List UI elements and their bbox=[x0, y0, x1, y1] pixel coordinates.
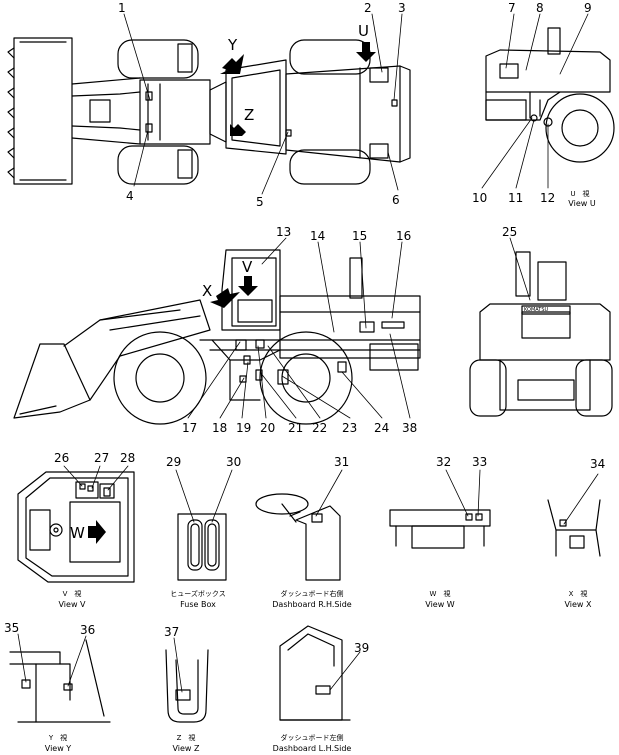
callout-20: 20 bbox=[260, 421, 275, 435]
callout-29: 29 bbox=[166, 455, 181, 469]
view-arrows bbox=[220, 42, 376, 136]
callout-24: 24 bbox=[374, 421, 389, 435]
callout-16: 16 bbox=[396, 229, 411, 243]
view-x-arrow bbox=[210, 288, 240, 308]
view-u-machine bbox=[485, 27, 615, 163]
callout-11: 11 bbox=[508, 191, 523, 205]
caption-dash-rh-jp: ダッシュボード右側 bbox=[281, 589, 344, 598]
fuse-box-drawing bbox=[177, 513, 227, 581]
caption-view-v-jp: V 視 bbox=[63, 589, 82, 598]
callout-4: 4 bbox=[126, 189, 134, 203]
side-arrows bbox=[210, 276, 258, 308]
callout-33: 33 bbox=[472, 455, 487, 469]
callout-36: 36 bbox=[80, 623, 95, 637]
callout-25: 25 bbox=[502, 225, 517, 239]
top-view-machine bbox=[7, 37, 411, 185]
callout-12: 12 bbox=[540, 191, 555, 205]
callout-22: 22 bbox=[312, 421, 327, 435]
callout-14: 14 bbox=[310, 229, 325, 243]
view-z-drawing bbox=[165, 649, 209, 723]
callout-5: 5 bbox=[256, 195, 264, 209]
callout-7: 7 bbox=[508, 1, 516, 15]
callout-39: 39 bbox=[354, 641, 369, 655]
callout-30: 30 bbox=[226, 455, 241, 469]
caption-view-y: View Y bbox=[45, 744, 72, 753]
view-w-arrow bbox=[238, 276, 258, 296]
caption-view-x: View X bbox=[564, 600, 592, 609]
callout-38: 38 bbox=[402, 421, 417, 435]
callout-19: 19 bbox=[236, 421, 251, 435]
callout-15: 15 bbox=[352, 229, 367, 243]
callout-8: 8 bbox=[536, 1, 544, 15]
dashboard-lh-drawing bbox=[279, 625, 351, 721]
callout-21: 21 bbox=[288, 421, 303, 435]
view-v-drawing bbox=[17, 471, 135, 583]
callout-6: 6 bbox=[392, 193, 400, 207]
caption-fuse: Fuse Box bbox=[180, 600, 216, 609]
view-y-drawing bbox=[9, 639, 111, 723]
callout-37: 37 bbox=[164, 625, 179, 639]
caption-fuse-jp: ヒューズボックス bbox=[170, 589, 225, 598]
callout-23: 23 bbox=[342, 421, 357, 435]
caption-dash-rh: Dashboard R.H.Side bbox=[272, 600, 352, 609]
callout-17: 17 bbox=[182, 421, 197, 435]
callout-18: 18 bbox=[212, 421, 227, 435]
caption-view-u-jp: U 視 bbox=[570, 189, 589, 198]
callout-32: 32 bbox=[436, 455, 451, 469]
callout-28: 28 bbox=[120, 451, 135, 465]
caption-dash-lh: Dashboard L.H.Side bbox=[273, 744, 352, 753]
dashboard-rh-drawing bbox=[255, 493, 341, 581]
caption-view-u: View U bbox=[568, 199, 596, 208]
rear-view-machine bbox=[469, 251, 613, 417]
label-view-z: Z bbox=[244, 106, 254, 124]
caption-dash-lh-jp: ダッシュボード左側 bbox=[281, 733, 344, 742]
callout-2: 2 bbox=[364, 1, 372, 15]
rear-plate-text: KOMATSU bbox=[524, 307, 549, 313]
callout-35: 35 bbox=[4, 621, 19, 635]
callout-34: 34 bbox=[590, 457, 605, 471]
label-view-x: X bbox=[202, 282, 212, 300]
caption-view-y-jp: Y 視 bbox=[48, 733, 67, 742]
label-view-v: V bbox=[242, 258, 253, 276]
caption-view-w: View W bbox=[425, 600, 455, 609]
label-view-y: Y bbox=[227, 36, 238, 54]
label-view-w: W bbox=[70, 524, 85, 542]
callout-9: 9 bbox=[584, 1, 592, 15]
callout-13: 13 bbox=[276, 225, 291, 239]
caption-view-v: View V bbox=[59, 600, 87, 609]
side-view-machine bbox=[13, 249, 421, 425]
caption-view-w-jp: W 視 bbox=[430, 589, 451, 598]
view-y-arrow bbox=[220, 54, 244, 74]
callout-3: 3 bbox=[398, 1, 406, 15]
caption-view-x-jp: X 視 bbox=[569, 589, 588, 598]
callout-26: 26 bbox=[54, 451, 69, 465]
leader-lines bbox=[17, 13, 599, 693]
callout-27: 27 bbox=[94, 451, 109, 465]
caption-view-z-jp: Z 視 bbox=[177, 733, 196, 742]
captions: U 視 View U V 視 View V ヒューズボックス Fuse Box … bbox=[45, 189, 596, 753]
caption-view-z: View Z bbox=[172, 744, 200, 753]
view-z-arrow bbox=[230, 124, 246, 136]
view-w-drawing bbox=[389, 509, 491, 549]
callout-numbers: 1 2 3 4 5 6 7 8 9 10 11 12 13 14 15 16 2… bbox=[4, 1, 605, 655]
callout-1: 1 bbox=[118, 1, 126, 15]
view-x-drawing bbox=[547, 499, 601, 557]
callout-10: 10 bbox=[472, 191, 487, 205]
label-view-u: U bbox=[358, 22, 369, 40]
view-v-w-arrow bbox=[88, 520, 106, 544]
callout-31: 31 bbox=[334, 455, 349, 469]
view-u-arrow bbox=[356, 42, 376, 62]
